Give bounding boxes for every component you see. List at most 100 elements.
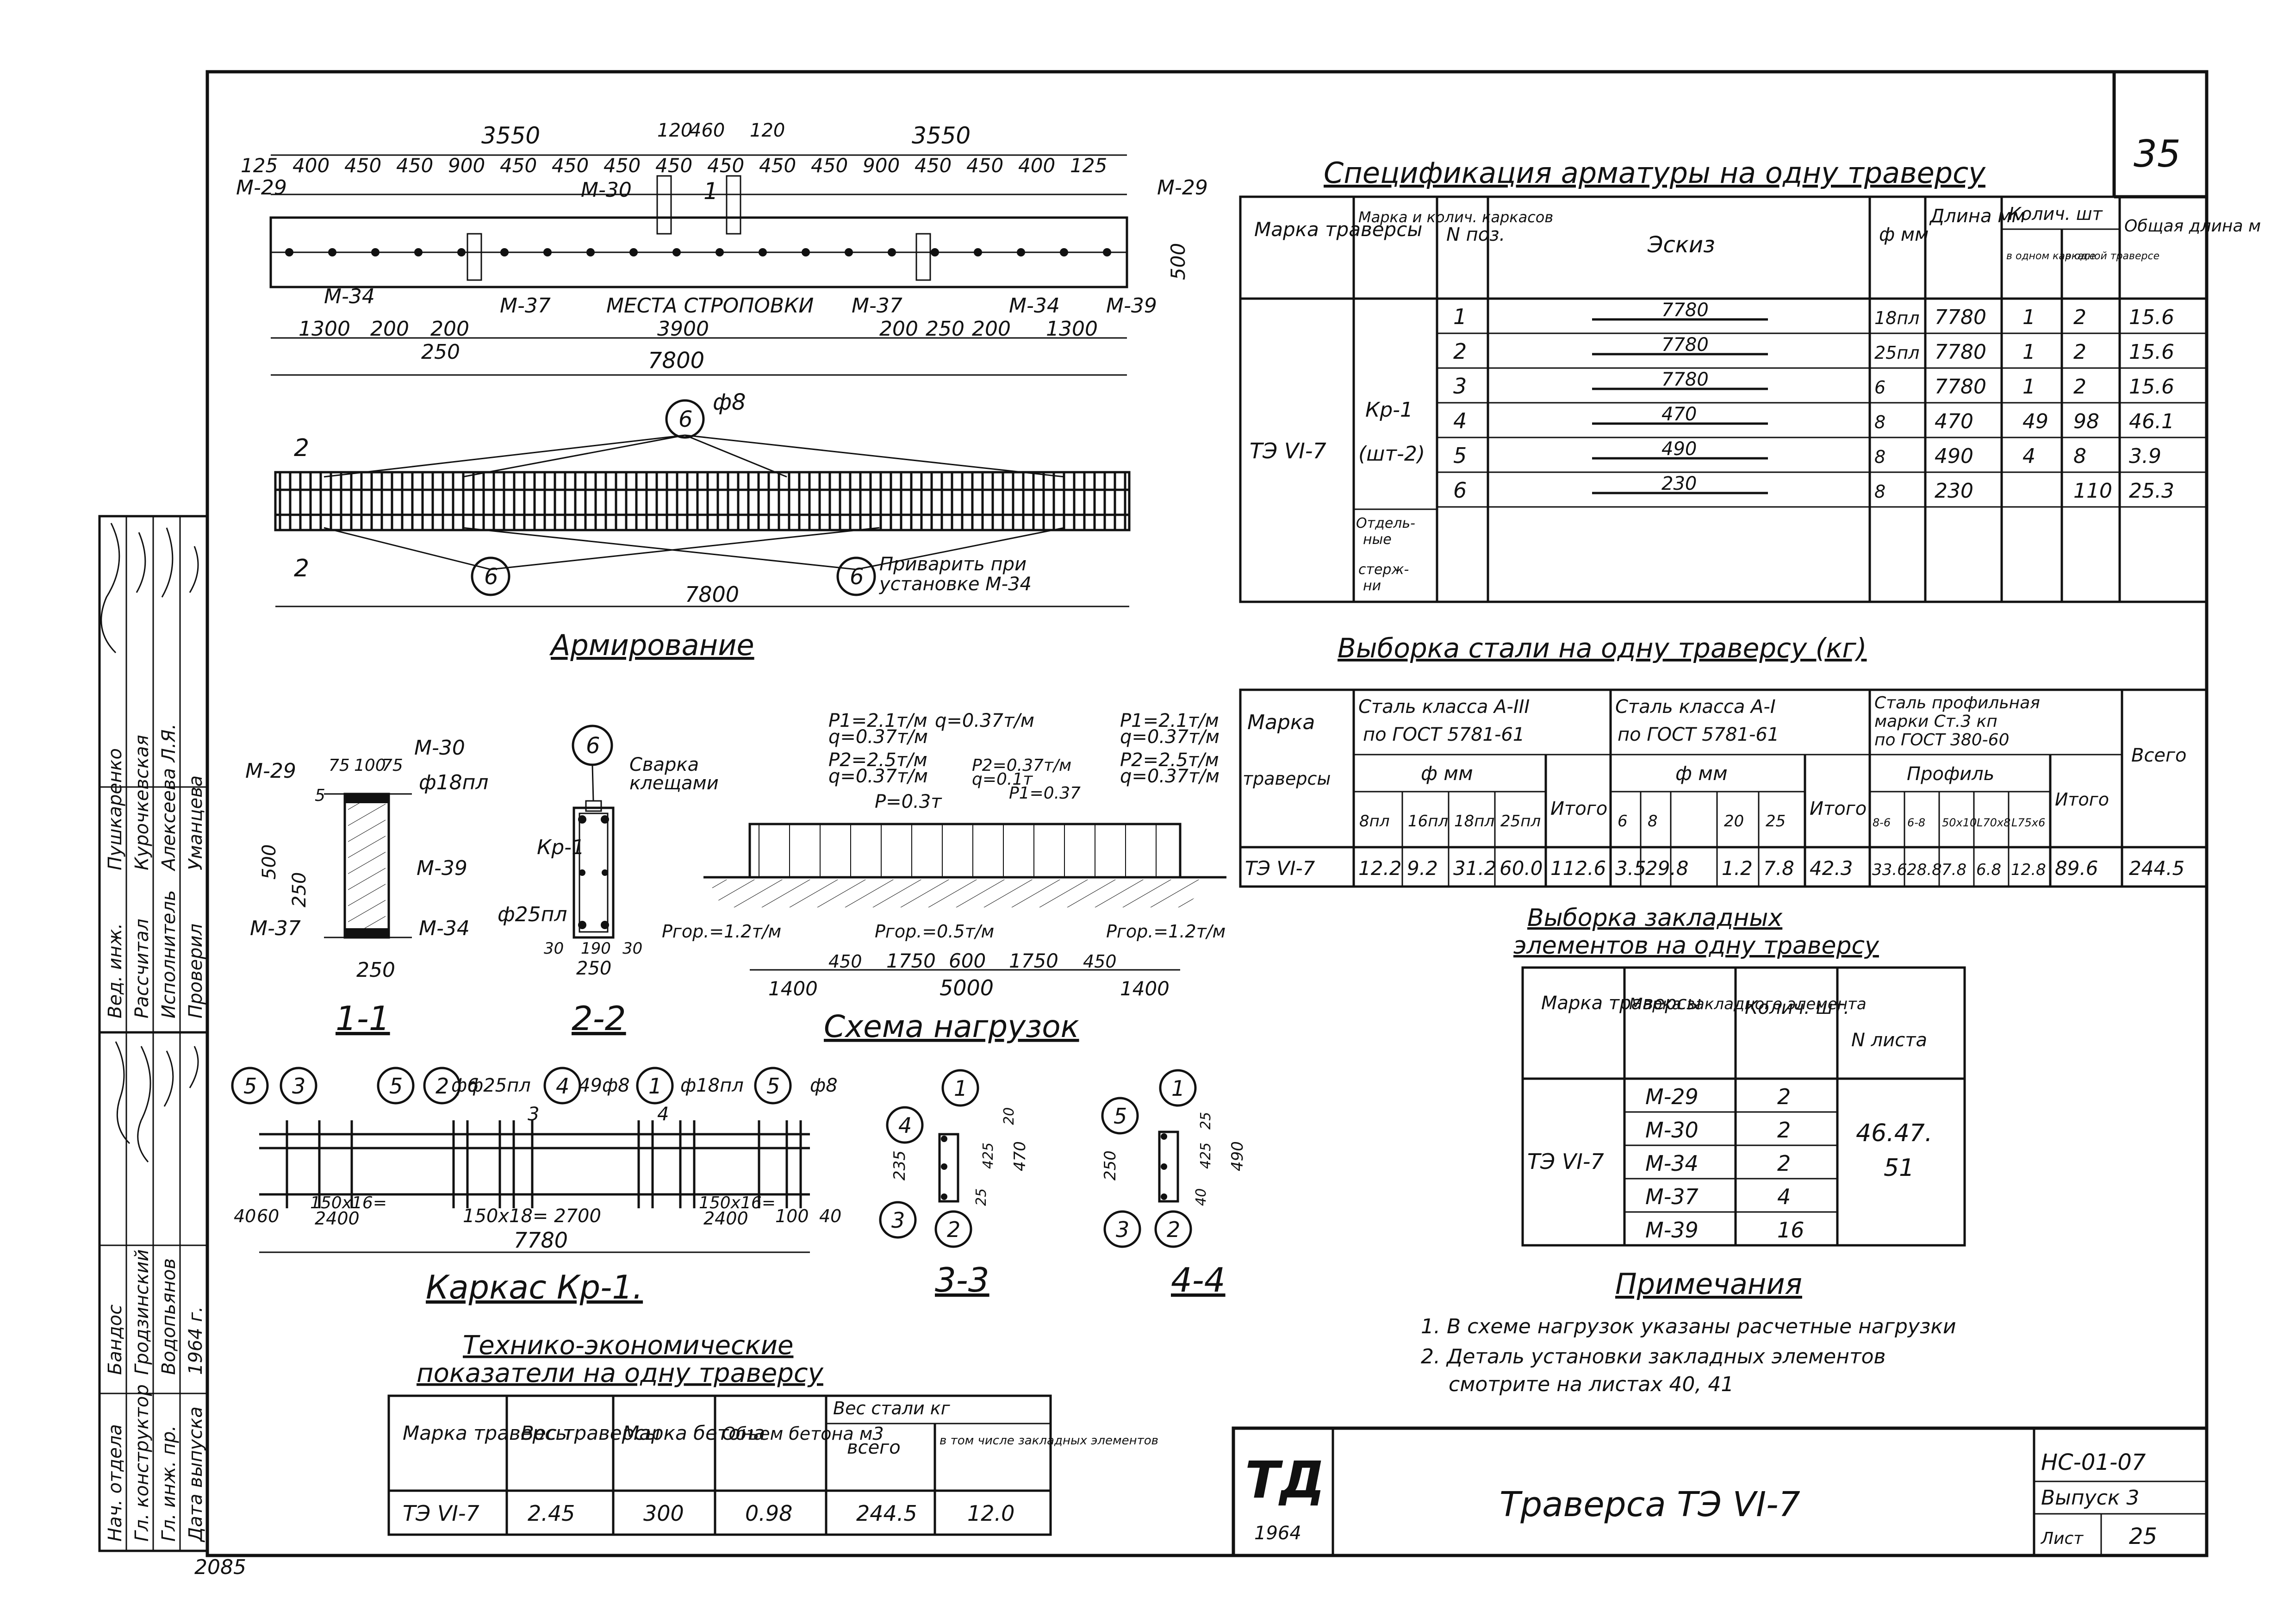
plan-section-mark: 1 — [703, 178, 718, 205]
spec-cell-dia: 18пл — [1874, 308, 1920, 328]
load-q1-left: q=0.37т/м — [828, 726, 928, 748]
steel-row-cell: 7.8 — [1941, 861, 1966, 879]
stamp-name-5: Пушкаренко — [105, 748, 126, 870]
spec-cell-total: 15.6 — [2129, 375, 2174, 399]
steel-row-cell: 31.2 — [1453, 857, 1497, 880]
embed-sheets-1: 46.47. — [1856, 1119, 1932, 1147]
load-dim-1400-b: 1400 — [1120, 977, 1170, 1000]
s44-pos-5: 5 — [1114, 1104, 1127, 1129]
s22-weld-1: Сварка — [629, 754, 699, 775]
plan-dot — [672, 248, 681, 256]
reinf-pos6-top: 6 — [678, 406, 693, 432]
plan-bdim-200-b: 200 — [430, 317, 469, 341]
frame-ref-f18: ф18пл — [680, 1075, 744, 1096]
s22-pos6: 6 — [586, 733, 600, 759]
embed-cell-qty: 16 — [1777, 1218, 1804, 1243]
tb-year: 1964 — [1254, 1523, 1301, 1544]
plan-dot — [371, 248, 380, 256]
load-p1-mid: P1=0.37 — [1009, 784, 1081, 803]
embed-h-brand: Марка траверсы — [1541, 993, 1701, 1014]
s33-dim-235: 235 — [890, 1150, 909, 1181]
s22-dim-250: 250 — [576, 958, 611, 979]
spec-cell-total: 15.6 — [2129, 340, 2174, 364]
frame-callout-num: 1 — [648, 1074, 662, 1099]
plan-dim-row-item: 450 — [655, 154, 692, 177]
steel-sub-prof: 8-6 — [1873, 816, 1891, 829]
spec-cell-n2: 2 — [2073, 306, 2086, 329]
plan-dim-row-item: 400 — [1018, 154, 1055, 177]
spec-cell-pos: 6 — [1453, 478, 1467, 503]
stamp-name-6: Курочкевская — [131, 735, 153, 870]
frame-callout-circle — [636, 1067, 674, 1105]
load-p2-mid: P2=0.37т/м — [972, 756, 1071, 775]
plan-dot — [543, 248, 552, 256]
embed-brand: ТЭ VI-7 — [1527, 1149, 1604, 1174]
plan-dot — [888, 248, 896, 256]
embed-cell-qty: 2 — [1777, 1151, 1791, 1176]
frame-callout-circle — [754, 1067, 792, 1105]
steel-table: Выборка стали на одну траверсу (кг) Марк… — [1239, 632, 2208, 888]
spec-cell-len: 470 — [1935, 410, 1973, 433]
plan-dim-row-item: 450 — [500, 154, 537, 177]
section-1-1: М-29 М-30 М-39 М-37 М-34 ф18пл ф25пл 75 … — [245, 736, 567, 1038]
frame-ref-f25: ф25пл — [467, 1075, 531, 1096]
frame-dim-100: 100 — [775, 1206, 809, 1226]
frame-callout-num: 3 — [292, 1074, 305, 1099]
tb-issue: Выпуск 3 — [2041, 1486, 2139, 1510]
load-p2-left: P2=2.5т/м — [828, 750, 927, 771]
steel-sub-a1: 8 — [1648, 812, 1658, 831]
plan-label-mesta: МЕСТА СТРОПОВКИ — [606, 294, 814, 318]
reinf-bar-label: ф8 — [713, 389, 746, 415]
s33-pos-2: 2 — [947, 1217, 960, 1242]
plan-dim-row-item: 450 — [811, 154, 848, 177]
spec-cell-pos: 2 — [1453, 339, 1467, 364]
stamp-role-4: Дата выпуска — [185, 1406, 206, 1543]
stamp-page-code: 2085 — [194, 1555, 246, 1579]
reinf-note-2: установке М-34 — [879, 574, 1032, 595]
plan-bdim-1300-b: 1300 — [1046, 317, 1098, 341]
tech-row-weight: 2.45 — [528, 1501, 575, 1526]
tech-h-steel: Вес стали кг — [833, 1398, 951, 1418]
frame-dim-150x16-b: 150x16= — [699, 1193, 776, 1212]
tech-row-brand: ТЭ VI-7 — [403, 1501, 479, 1526]
load-hor-left: Pгор.=1.2т/м — [662, 921, 781, 942]
tech-h-concrete: Марка бетона — [622, 1422, 765, 1444]
plan-dot — [716, 248, 724, 256]
spec-group2-b: ные — [1363, 531, 1392, 548]
spec-group1-a: Кр-1 — [1365, 398, 1413, 422]
plan-dot — [1060, 248, 1068, 256]
s11-dim-75b: 75 — [382, 756, 403, 775]
steel-h-prof-2: марки Ст.3 кп — [1874, 712, 1997, 731]
spec-cell-len: 7780 — [1935, 306, 1986, 329]
s33-dim-20: 20 — [1001, 1107, 1017, 1125]
embed-cell-mark: М-34 — [1645, 1151, 1699, 1176]
spec-h-dia: ф мм — [1879, 224, 1929, 245]
tb-code: НС-01-07 — [2041, 1449, 2146, 1475]
s44-dim-40: 40 — [1193, 1188, 1209, 1206]
load-p1-left: P1=2.1т/м — [828, 710, 927, 731]
tb-logo: ТД — [1245, 1450, 1325, 1510]
spec-cell-len: 490 — [1935, 444, 1973, 468]
steel-row-cell: 60.0 — [1500, 857, 1543, 880]
steel-row-cell: 89.6 — [2055, 857, 2098, 880]
plan-bdim-200-a: 200 — [370, 317, 409, 341]
stamp-name-8: Уманцева — [185, 775, 206, 870]
spec-cell-total: 46.1 — [2129, 410, 2174, 433]
s11-m39: М-39 — [417, 856, 467, 880]
plan-bdim-3900: 3900 — [657, 317, 709, 341]
steel-h-prof-1: Сталь профильная — [1874, 693, 2040, 712]
embed-h-sheet: N листа — [1851, 1030, 1927, 1051]
tech-table: Технико-экономические показатели на одну… — [387, 1330, 1158, 1536]
embed-cell-qty: 2 — [1777, 1084, 1791, 1109]
notes-title: Примечания — [1615, 1267, 1802, 1301]
load-hor-right: Pгор.=1.2т/м — [1106, 921, 1226, 942]
stamp-role-8: Проверил — [185, 924, 206, 1018]
spec-brand: ТЭ VI-7 — [1250, 438, 1326, 463]
reinf-pos6-right: 6 — [850, 564, 864, 590]
steel-title: Выборка стали на одну траверсу (кг) — [1338, 632, 1867, 664]
note-2: 2. Деталь установки закладных элементов — [1421, 1345, 1885, 1368]
title-block: ТД 1964 Траверса ТЭ VI-7 НС-01-07 Выпуск… — [1232, 1426, 2209, 1557]
reinf-total: 7800 — [685, 582, 739, 607]
steel-row-cell: 112.6 — [1550, 857, 1606, 880]
